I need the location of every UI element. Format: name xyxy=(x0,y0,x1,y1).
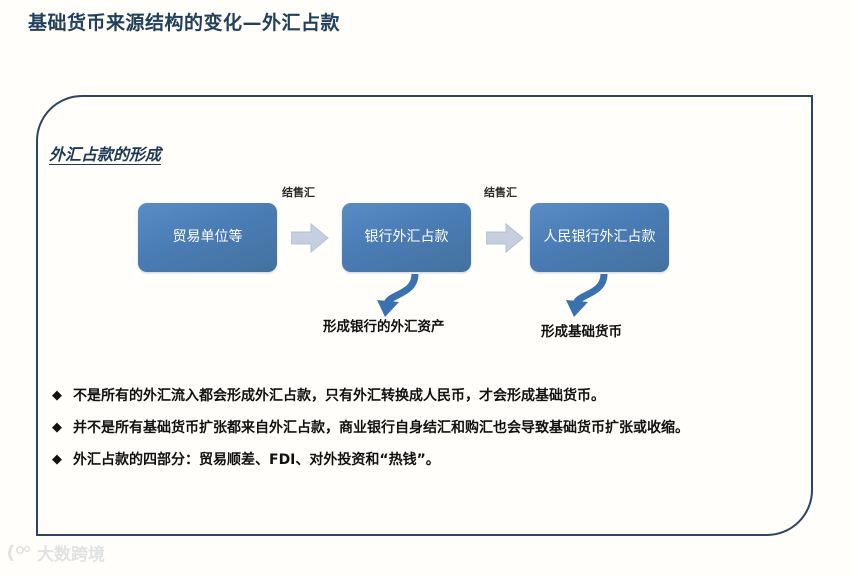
list-item: ◆ 不是所有的外汇流入都会形成外汇占款，只有外汇转换成人民币，才会形成基础货币。 xyxy=(52,386,752,407)
curved-arrow-icon xyxy=(566,273,608,317)
curve-label-bank-asset: 形成银行的外汇资产 xyxy=(323,319,445,335)
list-item-text: 并不是所有基础货币扩张都来自外汇占款，商业银行自身结汇和购汇也会导致基础货币扩张… xyxy=(73,420,689,436)
flow-box-label: 人民银行外汇占款 xyxy=(543,229,656,246)
arrow-label-settlement-2: 结售汇 xyxy=(484,186,517,199)
section-heading: 外汇占款的形成 xyxy=(49,145,162,164)
diamond-bullet-icon: ◆ xyxy=(52,452,62,467)
arrow-label-settlement-1: 结售汇 xyxy=(282,186,315,199)
flow-box-label: 贸易单位等 xyxy=(172,229,243,246)
diamond-bullet-icon: ◆ xyxy=(52,388,62,403)
flow-box-label: 银行外汇占款 xyxy=(364,229,449,246)
watermark: 大数跨境 xyxy=(8,540,105,565)
content-panel xyxy=(36,95,813,536)
bullet-list: ◆ 不是所有的外汇流入都会形成外汇占款，只有外汇转换成人民币，才会形成基础货币。… xyxy=(52,386,752,482)
flow-box-bank-forex: 银行外汇占款 xyxy=(342,203,471,272)
right-arrow-icon xyxy=(291,223,329,253)
flow-box-pboc-forex: 人民银行外汇占款 xyxy=(530,203,669,272)
curved-arrow-icon xyxy=(377,273,419,317)
list-item-text: 外汇占款的四部分：贸易顺差、FDI、对外投资和“热钱”。 xyxy=(73,452,440,468)
list-item: ◆ 并不是所有基础货币扩张都来自外汇占款，商业银行自身结汇和购汇也会导致基础货币… xyxy=(52,418,752,439)
flow-box-trade-unit: 贸易单位等 xyxy=(138,203,277,272)
diamond-bullet-icon: ◆ xyxy=(52,420,62,435)
list-item-text: 不是所有的外汇流入都会形成外汇占款，只有外汇转换成人民币，才会形成基础货币。 xyxy=(73,388,605,404)
right-arrow-icon xyxy=(486,223,524,253)
watermark-text: 大数跨境 xyxy=(37,545,105,565)
brand-logo-icon xyxy=(8,544,31,561)
page-title: 基础货币来源结构的变化—外汇占款 xyxy=(28,12,341,34)
list-item: ◆ 外汇占款的四部分：贸易顺差、FDI、对外投资和“热钱”。 xyxy=(52,450,752,471)
curve-label-base-money: 形成基础货币 xyxy=(541,324,622,340)
